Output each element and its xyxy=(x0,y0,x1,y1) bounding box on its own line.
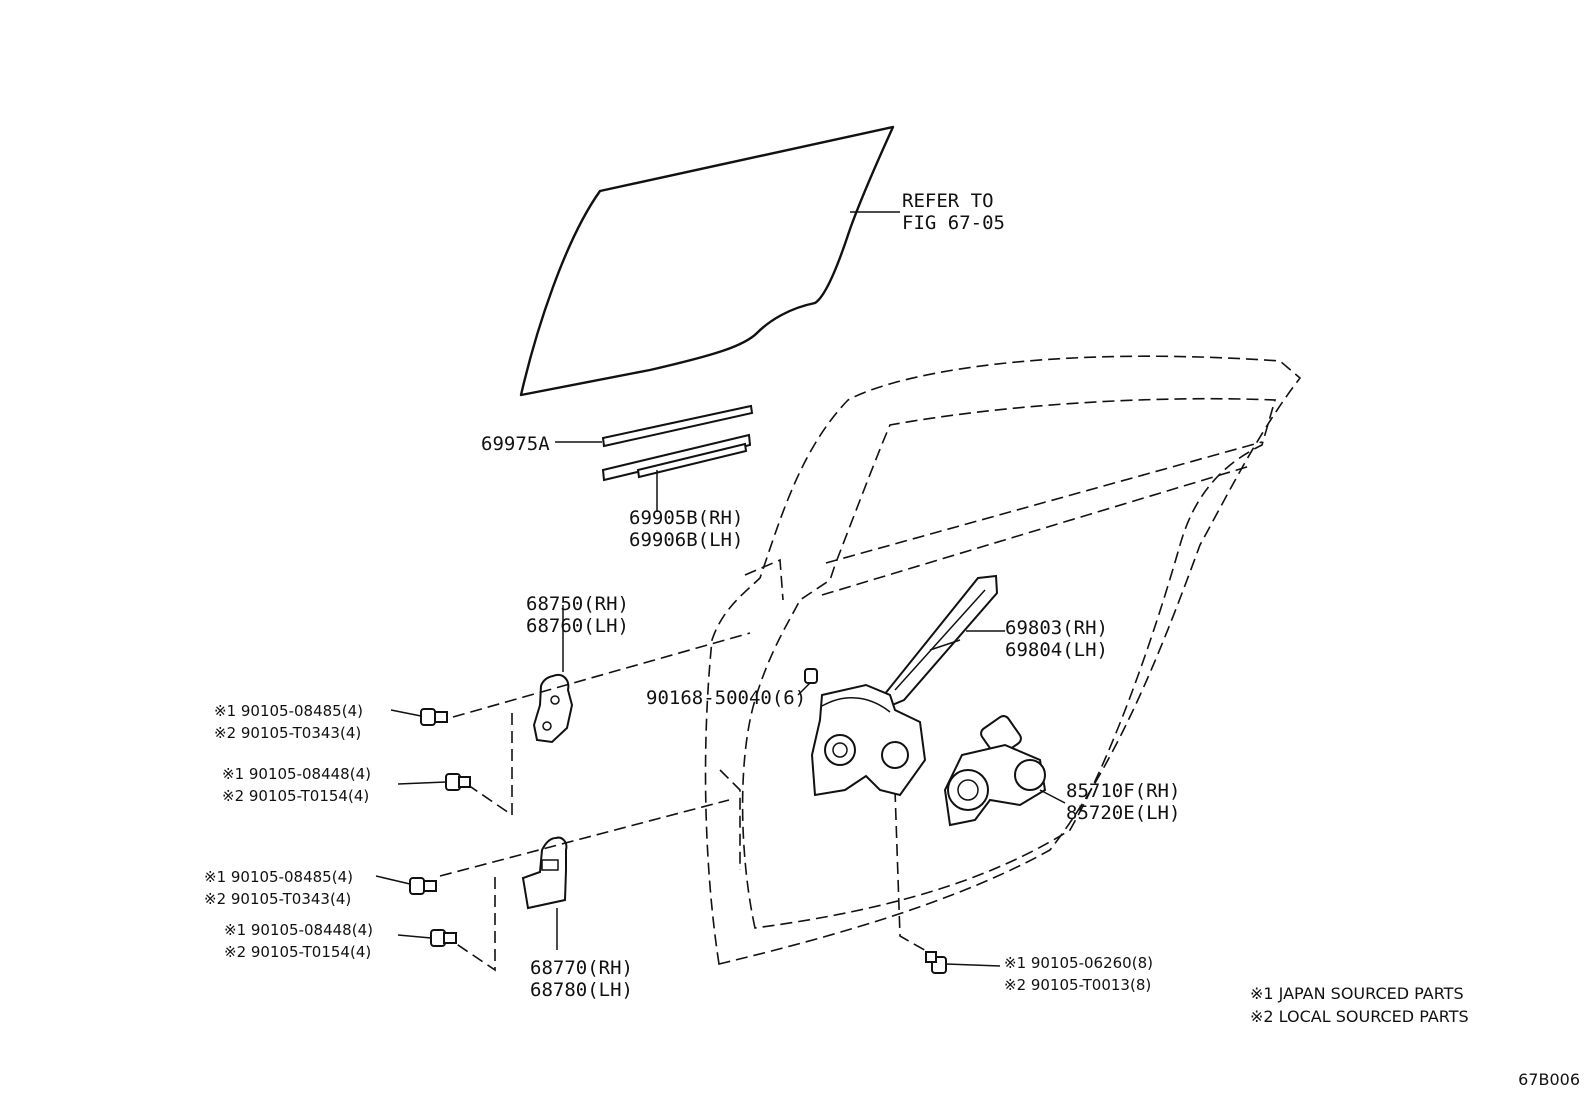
fastener-label-lower-hinge-local: ※2 90105-T0343(4) xyxy=(204,890,352,908)
part-label-69804: 69804(LH) xyxy=(1005,639,1108,661)
run-channel-69905B xyxy=(601,433,752,512)
door-glass xyxy=(519,125,895,397)
refer-to-label: REFER TO xyxy=(902,190,994,212)
bolt-icon-3 xyxy=(375,875,437,895)
run-channel-69975A xyxy=(555,404,754,448)
fastener-label-regulator-local: ※2 90105-T0013(8) xyxy=(1004,976,1152,994)
fastener-label-regulator-jp: ※1 90105-06260(8) xyxy=(1004,954,1153,972)
bolt-icon-2 xyxy=(397,773,471,791)
bolt-icon-6 xyxy=(797,668,818,696)
part-label-68780: 68780(LH) xyxy=(530,979,633,1001)
fastener-label-upper-hinge-local: ※2 90105-T0343(4) xyxy=(214,724,362,742)
figure-reference-label: FIG 67-05 xyxy=(902,212,1005,234)
bolt-icon-1 xyxy=(390,708,448,726)
part-label-68770: 68770(RH) xyxy=(530,957,633,979)
window-regulator xyxy=(810,574,1005,797)
hinge-dashed-leaders xyxy=(439,632,936,972)
legend-local-sourced: ※2 LOCAL SOURCED PARTS xyxy=(1250,1007,1469,1026)
fastener-label-lower-body-jp: ※1 90105-08448(4) xyxy=(224,921,373,939)
fastener-label-upper-hinge-jp: ※1 90105-08485(4) xyxy=(214,702,363,720)
fastener-label-upper-body-local: ※2 90105-T0154(4) xyxy=(222,787,370,805)
part-label-85720E: 85720E(LH) xyxy=(1066,802,1181,824)
fastener-label-upper-body-jp: ※1 90105-08448(4) xyxy=(222,765,371,783)
part-label-69905B: 69905B(RH) xyxy=(629,507,744,529)
part-label-69803: 69803(RH) xyxy=(1005,617,1108,639)
part-label-85710F: 85710F(RH) xyxy=(1066,780,1181,802)
part-label-68750: 68750(RH) xyxy=(526,593,629,615)
part-label-69975A: 69975A xyxy=(481,433,550,455)
hinge-68770 xyxy=(521,836,568,950)
regulator-motor xyxy=(943,715,1066,827)
bolt-icon-5 xyxy=(925,951,1001,974)
door-frame-outline xyxy=(704,355,1302,965)
bolt-icon-4 xyxy=(397,929,457,947)
fastener-label-lower-body-local: ※2 90105-T0154(4) xyxy=(224,943,372,961)
part-label-90168: 90168-50040(6) xyxy=(646,687,807,709)
fastener-label-lower-hinge-jp: ※1 90105-08485(4) xyxy=(204,868,353,886)
figure-id: 67B006 xyxy=(1518,1070,1580,1089)
part-label-69906B: 69906B(LH) xyxy=(629,529,744,551)
legend-japan-sourced: ※1 JAPAN SOURCED PARTS xyxy=(1250,984,1464,1003)
part-label-68760: 68760(LH) xyxy=(526,615,629,637)
